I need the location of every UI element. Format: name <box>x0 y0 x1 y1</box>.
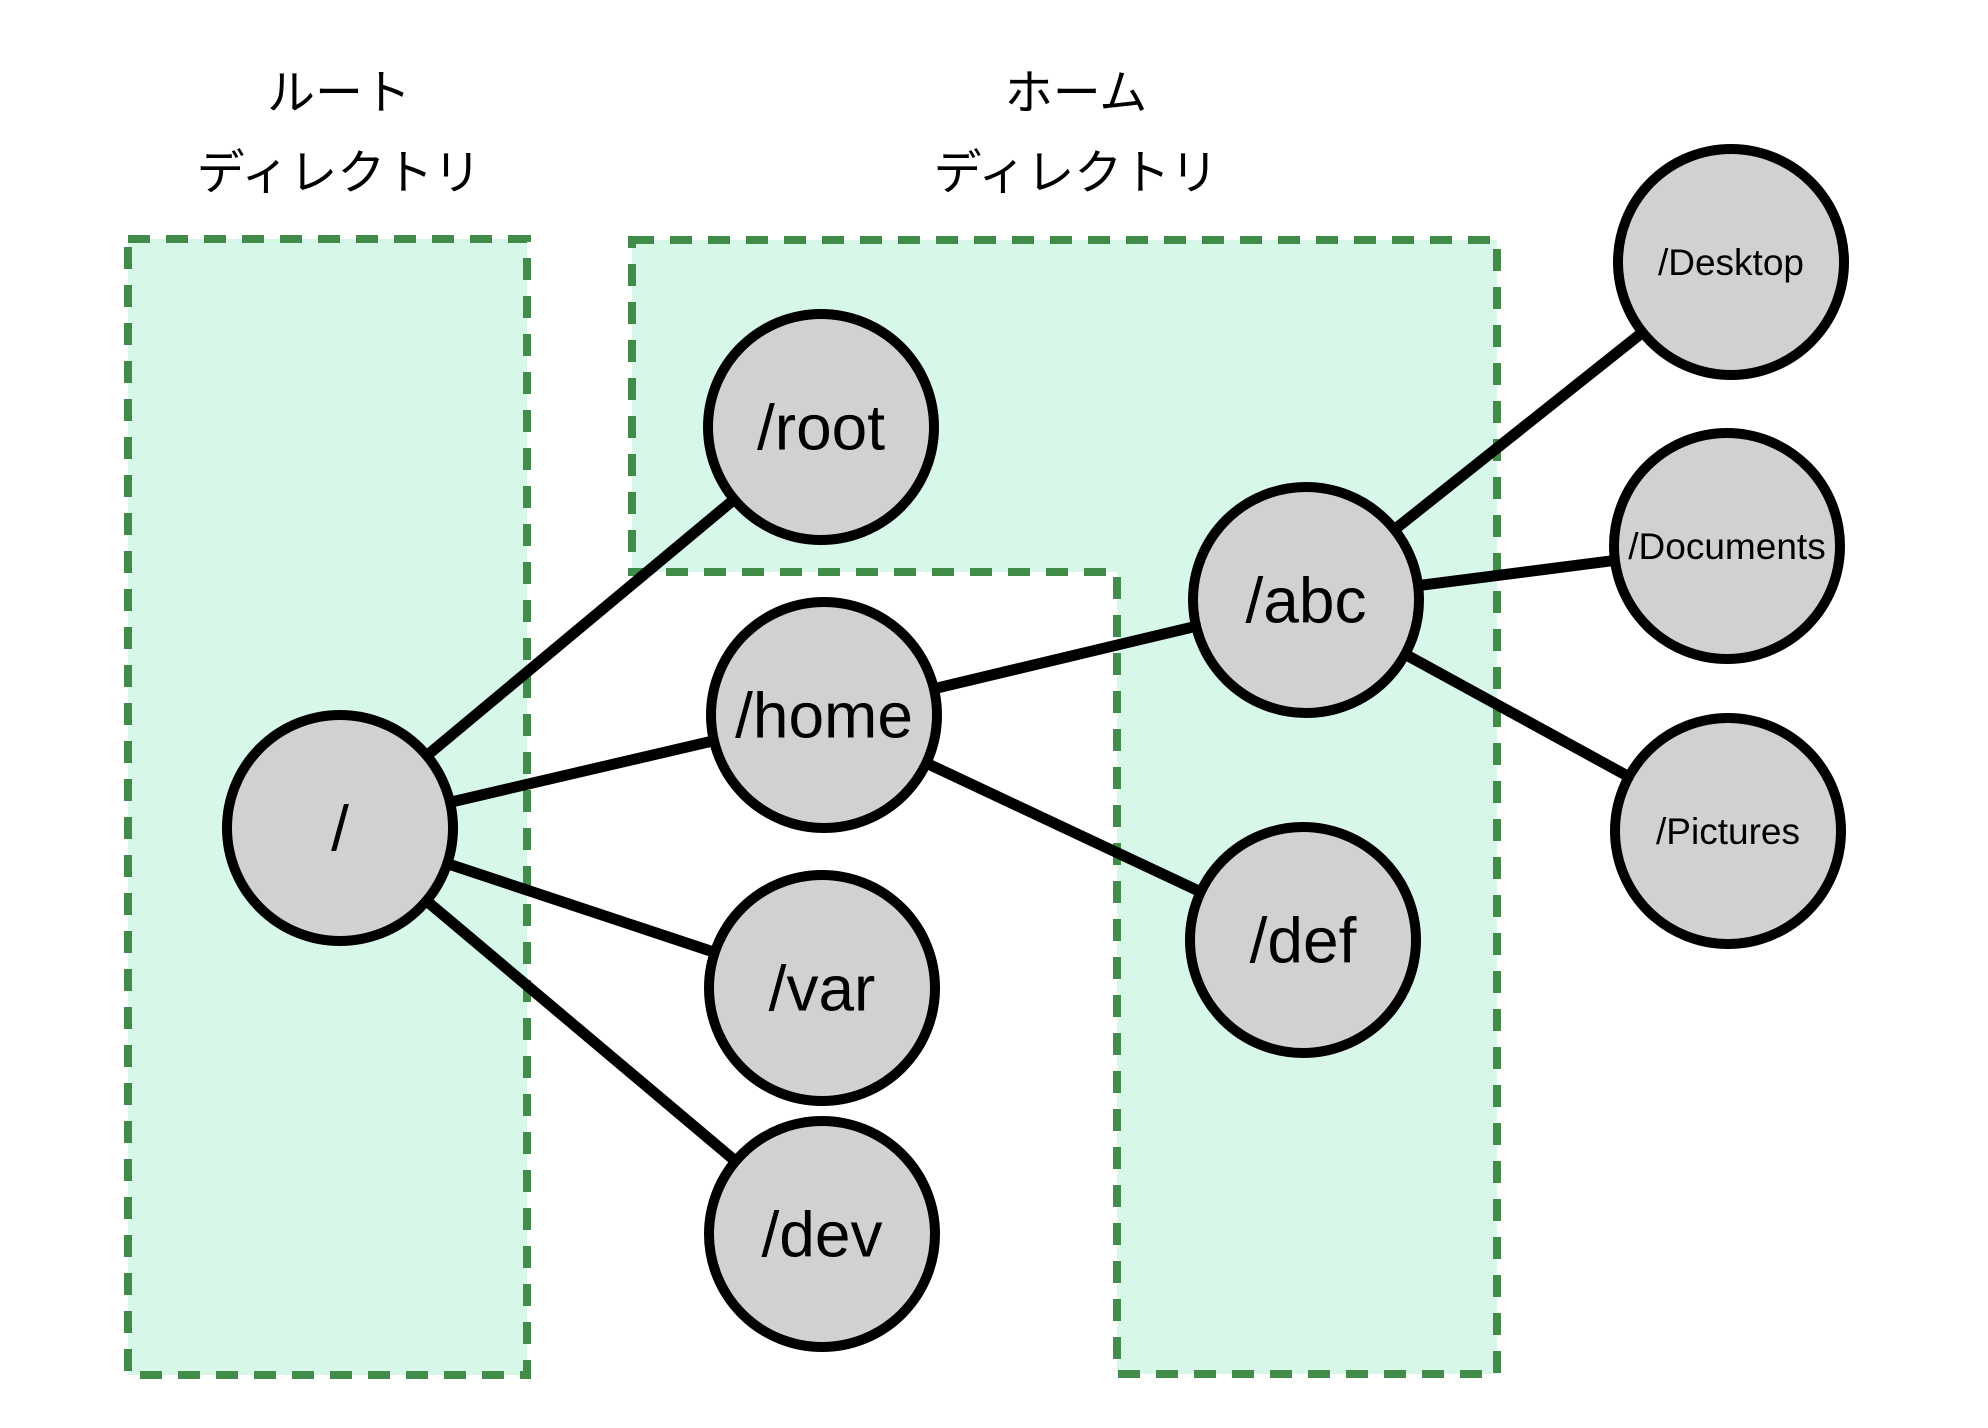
region-label-root-directory-line2: ディレクトリ <box>197 147 482 200</box>
region-label-home-directory-line2: ディレクトリ <box>934 147 1219 200</box>
node-root-home <box>703 309 939 545</box>
region-label-home-directory-line1: ホーム <box>1005 67 1148 120</box>
node-label-pictures: /Pictures <box>1656 811 1800 852</box>
node-desktop <box>1613 144 1849 380</box>
node-label-documents: /Documents <box>1628 526 1825 567</box>
node-label-def: /def <box>1250 904 1357 976</box>
node-label-root-home: /root <box>757 391 885 463</box>
region-label-root-directory-line1: ルート <box>267 67 411 120</box>
node-label-home: /home <box>735 679 913 751</box>
node-abc <box>1188 482 1424 718</box>
node-label-root: / <box>331 792 349 864</box>
node-label-dev: /dev <box>762 1198 883 1270</box>
node-var <box>704 870 940 1106</box>
node-label-abc: /abc <box>1246 564 1367 636</box>
node-dev <box>704 1116 940 1352</box>
node-home <box>706 597 942 833</box>
node-label-desktop: /Desktop <box>1658 242 1804 283</box>
node-def <box>1185 822 1421 1058</box>
node-root <box>222 710 458 946</box>
node-documents <box>1609 428 1845 664</box>
node-label-var: /var <box>769 952 876 1024</box>
node-pictures <box>1610 713 1846 949</box>
